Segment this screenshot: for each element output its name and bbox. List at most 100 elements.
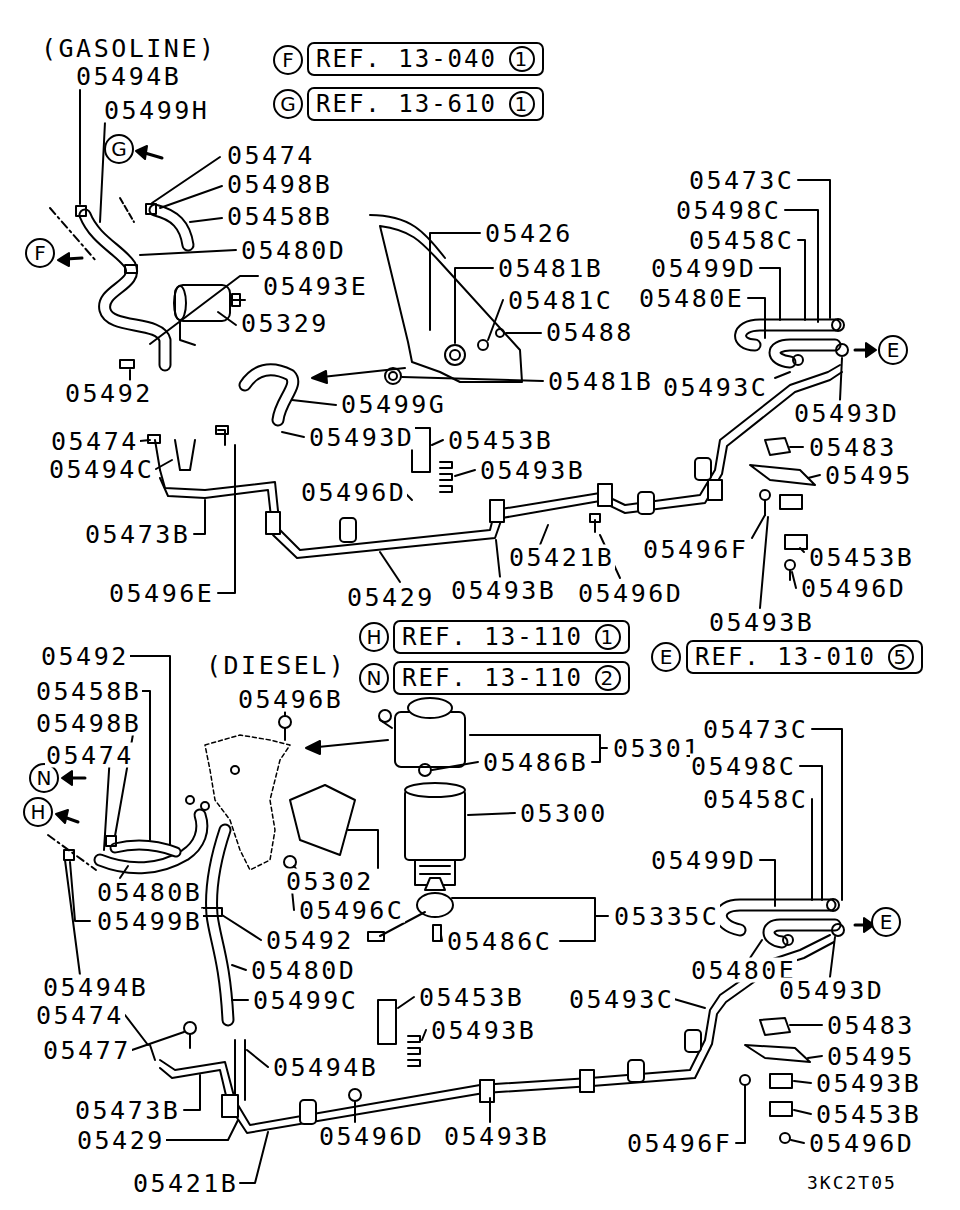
reference-circle: 1 [509,91,535,117]
callout-number: 05458B [35,679,142,704]
callout-number: 05421B [132,1171,239,1196]
reference-circle: F [25,238,55,268]
callout-number: 05483 [808,435,898,460]
callout-number: 05453B [418,985,525,1010]
callout-number: 05302 [285,869,375,894]
callout-number: 05481B [497,256,604,281]
callout-number: 05481B [547,369,654,394]
callout-number: 05486C [446,929,553,954]
callout-number: 05493E [262,274,369,299]
reference-letter: E [880,912,893,932]
callout-number: 05495 [824,463,914,488]
callout-number: 05492 [64,381,154,406]
reference-letter: N [367,668,382,688]
callout-number: 05429 [76,1128,166,1153]
reference-circle: 1 [509,46,535,72]
callout-number: 05493D [778,978,885,1003]
callout-number: 05498B [35,711,142,736]
section-label: (GASOLINE) [40,36,218,61]
callout-number: 05493C [568,987,675,1012]
callout-number: 05493B [450,578,557,603]
reference-letter: 2 [601,668,616,688]
reference-box: REF. 13-110 1 [393,620,630,654]
reference-circle: F [273,45,303,75]
callout-number: 05429 [346,585,436,610]
reference-letter: F [34,243,46,263]
callout-number: 05474 [226,143,316,168]
reference-letter: H [30,802,45,822]
callout-number: 05481C [507,288,614,313]
reference-text: REF. 13-040 [316,47,497,71]
callout-number: 05498B [226,172,333,197]
reference-box: REF. 13-040 1 [307,42,544,76]
callout-number: 05496F [626,1131,733,1156]
reference-letter: 1 [601,627,616,647]
reference-circle: E [651,642,681,672]
callout-number: 05495 [826,1044,916,1069]
reference-letter: G [280,94,296,114]
reference-circle: E [878,335,908,365]
callout-number: 05474 [45,743,135,768]
callout-number: 05496C [298,898,405,923]
callout-number: 05421B [508,545,615,570]
callout-number: 05473B [74,1098,181,1123]
callout-number: 05483 [826,1013,916,1038]
reference-circle: H [23,797,53,827]
callout-number: 05493B [479,458,586,483]
callout-number: 05458C [688,228,795,253]
reference-circle: G [104,134,134,164]
callout-number: 05499D [650,848,757,873]
callout-number: 05453B [815,1102,922,1127]
callout-number: 05493D [308,425,415,450]
callout-number: 05477 [42,1038,132,1063]
callout-number: 05329 [240,311,330,336]
callout-number: 05335C [613,904,720,929]
reference-letter: E [660,647,673,667]
section-label: (DIESEL) [205,653,347,678]
callout-number: 05493B [443,1124,550,1149]
reference-letter: 5 [894,647,909,667]
callout-number: 05453B [447,428,554,453]
callout-number: 05473C [702,717,809,742]
callout-number: 05499B [96,909,203,934]
reference-box: REF. 13-610 1 [307,87,544,121]
callout-number: 05496D [800,576,907,601]
callout-number: 05480B [96,880,203,905]
callout-number: 05486B [482,750,589,775]
callout-number: 05494B [272,1055,379,1080]
callout-number: 05496D [577,581,684,606]
callout-number: 05493B [815,1071,922,1096]
callout-number: 05301 [612,736,702,761]
reference-circle: H [359,622,389,652]
callout-number: 05499C [252,988,359,1013]
callout-number: 05473B [84,522,191,547]
reference-text: REF. 13-610 [316,92,497,116]
reference-letter: H [366,627,381,647]
callout-number: 05426 [484,221,574,246]
reference-circle: 2 [595,665,621,691]
callout-number: 05496D [300,480,407,505]
callout-number: 05493D [793,401,900,426]
callout-number: 05498C [690,754,797,779]
callout-number: 05474 [35,1003,125,1028]
reference-circle: G [273,89,303,119]
callout-number: 05494B [75,64,182,89]
callout-number: 05494B [42,975,149,1000]
callout-number: 05458C [702,787,809,812]
reference-box: REF. 13-1102 [393,661,630,695]
reference-letter: E [887,340,900,360]
reference-text: REF. 13-110 [402,625,583,649]
callout-number: 05480E [638,286,745,311]
reference-letter: N [37,768,52,788]
callout-number: 05480D [240,238,347,263]
callout-number: 05499D [650,256,757,281]
callout-number: 05496D [318,1124,425,1149]
callout-number: 05480D [250,958,357,983]
callout-number: 05499H [103,98,210,123]
reference-circle: 1 [595,624,621,650]
callout-number: 05493B [430,1018,537,1043]
callout-number: 05493C [662,375,769,400]
reference-circle: N [359,663,389,693]
reference-letter: G [111,139,127,159]
